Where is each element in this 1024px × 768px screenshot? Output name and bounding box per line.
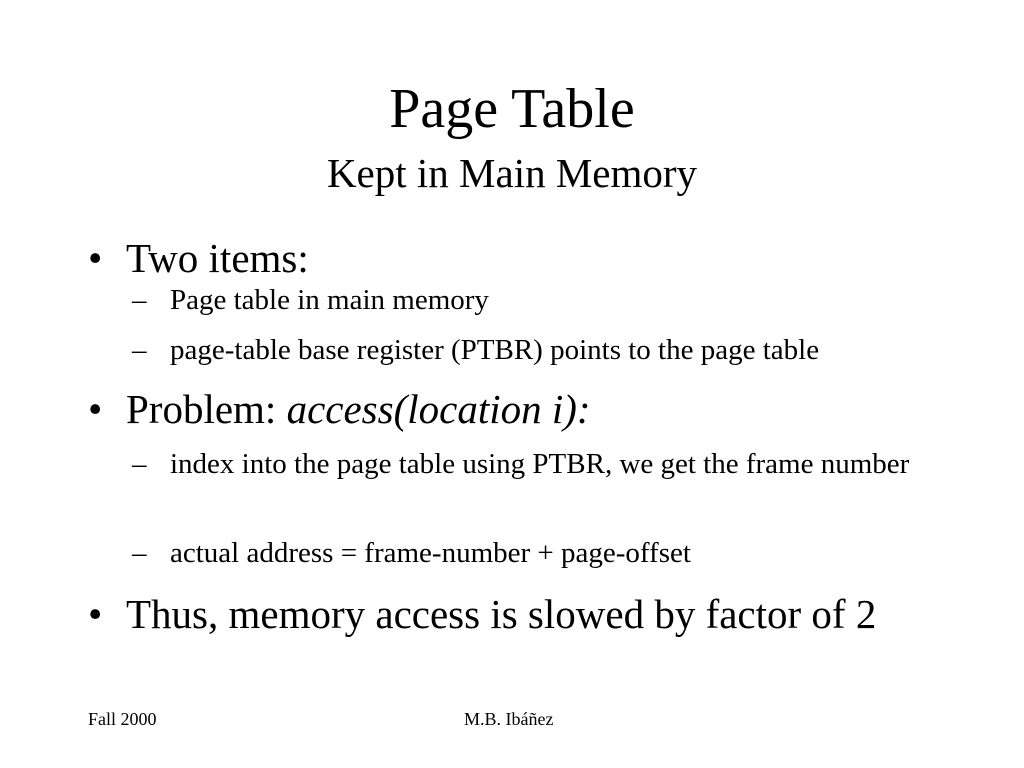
- sub-bullet-marker: –: [132, 284, 147, 316]
- sub-bullet-marker: –: [132, 448, 147, 480]
- sub-bullet-text: index into the page table using PTBR, we…: [170, 448, 910, 480]
- bullet-text-emphasis: access(location i):: [286, 386, 591, 432]
- bullet-text-plain: Problem:: [126, 386, 287, 432]
- sub-bullet-marker: –: [132, 537, 147, 569]
- bullet-marker: •: [88, 591, 103, 637]
- bullet-marker: •: [88, 235, 103, 281]
- slide-subtitle: Kept in Main Memory: [326, 150, 698, 196]
- sub-bullet-text: actual address = frame-number + page-off…: [170, 537, 691, 569]
- sub-bullet-text: Page table in main memory: [170, 284, 489, 316]
- footer-date: Fall 2000: [88, 709, 157, 729]
- bullet-text: Problem: access(location i):: [126, 385, 946, 433]
- sub-bullet-marker: –: [132, 334, 147, 366]
- bullet-text: Two items:: [126, 235, 309, 281]
- sub-bullet-text: page-table base register (PTBR) points t…: [170, 334, 820, 366]
- footer-author: M.B. Ibáñez: [464, 709, 554, 729]
- slide-title: Page Table: [389, 78, 635, 140]
- bullet-marker: •: [88, 386, 103, 432]
- bullet-text: Thus, memory access is slowed by factor …: [126, 591, 877, 637]
